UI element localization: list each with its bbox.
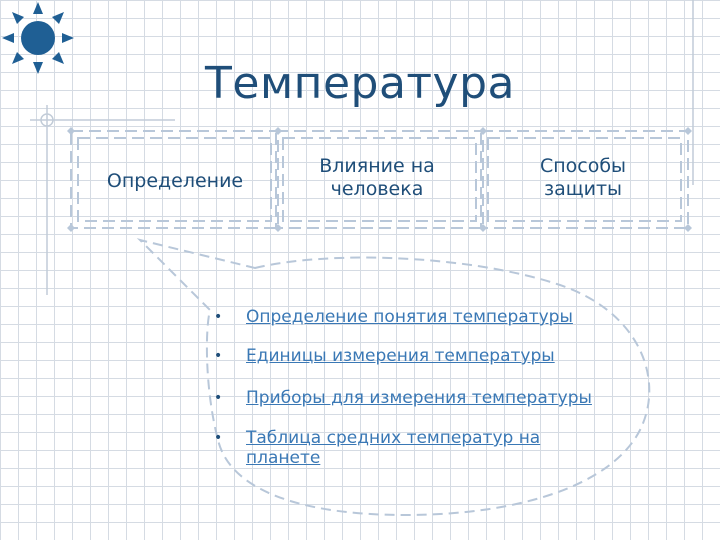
list-item: • Приборы для измерения температуры [210, 388, 592, 408]
bullet-icon: • [214, 348, 223, 364]
box-influence-label: Влияние на человека [319, 155, 435, 200]
box-protection[interactable]: Способы защиты [488, 155, 678, 201]
bullet-icon: • [214, 430, 223, 446]
link-temperature-instruments[interactable]: Приборы для измерения температуры [246, 388, 592, 408]
link-temperature-units[interactable]: Единицы измерения температуры [246, 346, 555, 366]
box-protection-label: Способы защиты [539, 155, 627, 200]
bullet-icon: • [214, 309, 223, 325]
box-influence[interactable]: Влияние на человека [282, 155, 472, 201]
link-average-temperatures-table[interactable]: Таблица средних температур на планете [246, 428, 541, 468]
bullet-icon: • [214, 390, 223, 406]
sun-icon [2, 2, 74, 74]
page-title: Температура [205, 58, 515, 109]
box-definition-label: Определение [106, 170, 244, 192]
link-temperature-definition[interactable]: Определение понятия температуры [246, 307, 573, 327]
box-definition[interactable]: Определение [80, 170, 270, 193]
list-item: • Таблица средних температур на планете [210, 428, 546, 468]
list-item: • Определение понятия температуры [210, 307, 573, 327]
list-item: • Единицы измерения температуры [210, 346, 555, 366]
